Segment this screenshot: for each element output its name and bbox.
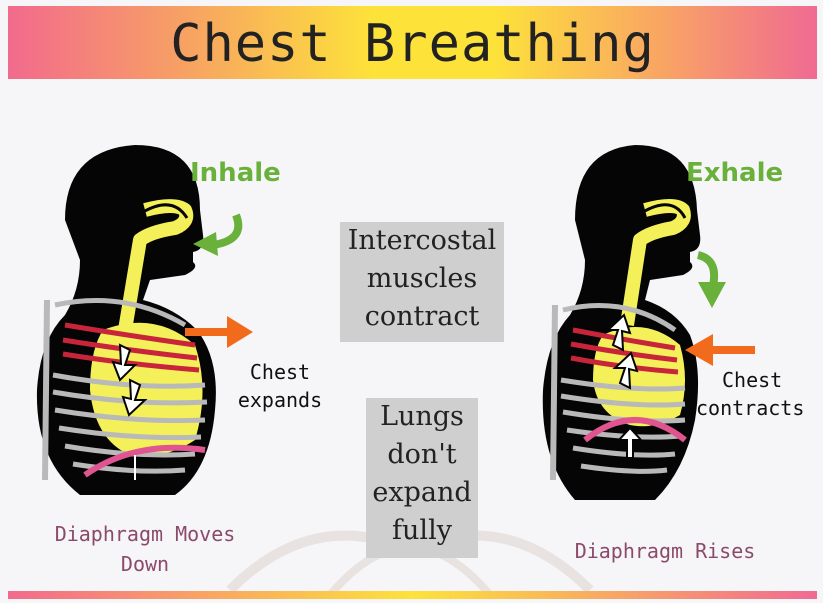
lungs-box: Lungs don't expand fully <box>366 398 478 558</box>
lungs-line4: fully <box>366 512 478 550</box>
chest-contracts-arrow <box>683 330 755 370</box>
exhale-airflow-arrow <box>690 250 740 310</box>
exhale-figure <box>535 140 785 500</box>
diaphragm-rises-label: Diaphragm Rises <box>540 536 790 566</box>
diaphragm-down-line2: Down <box>25 549 265 579</box>
chest-contracts-label: Chest contracts <box>690 366 820 422</box>
exhale-label: Exhale <box>686 158 783 188</box>
lungs-line2: don't <box>366 436 478 474</box>
lungs-line1: Lungs <box>366 398 478 436</box>
chest-expands-line1: Chest <box>225 358 335 386</box>
chest-expands-arrow <box>185 312 255 352</box>
muscles-line3: contract <box>340 298 504 336</box>
diaphragm-down-line1: Diaphragm Moves <box>25 519 265 549</box>
lungs-line3: expand <box>366 474 478 512</box>
intercostal-muscles-box: Intercostal muscles contract <box>340 222 504 342</box>
chest-expands-line2: expands <box>225 386 335 414</box>
chest-contracts-line2: contracts <box>690 394 820 422</box>
chest-expands-label: Chest expands <box>225 358 335 414</box>
footer-bar <box>8 591 817 599</box>
muscles-line1: Intercostal <box>340 222 504 260</box>
chest-contracts-line1: Chest <box>690 366 820 394</box>
diaphragm-moves-down-label: Diaphragm Moves Down <box>25 519 265 579</box>
inhale-label: Inhale <box>190 158 281 188</box>
muscles-line2: muscles <box>340 260 504 298</box>
inhale-airflow-arrow <box>188 210 248 260</box>
